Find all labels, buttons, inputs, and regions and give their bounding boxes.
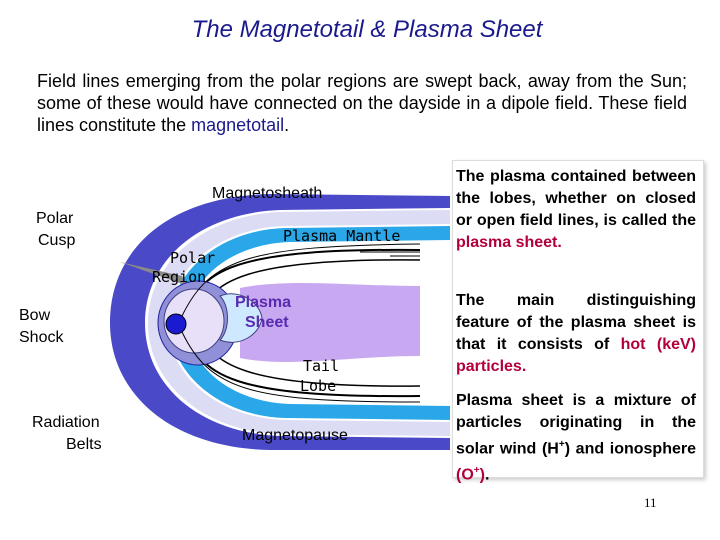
side-p2-text: The main distinguishing feature of the p… [456,292,696,353]
plasma-sheet-region [240,282,420,362]
side-p3-end: . [484,466,490,484]
plasma-sheet-definition: The plasma contained between the lobes, … [456,166,696,254]
plasma-sheet-label-1: Plasma [235,294,292,311]
intro-end: . [284,115,290,135]
tail-lobe-label-2: Lobe [300,377,337,395]
plasma-sheet-composition: Plasma sheet is a mixture of particles o… [456,390,696,487]
radiation-belts-label-2: Belts [66,436,102,453]
side-p1-text: The plasma contained between the lobes, … [456,168,696,229]
side-p3-mid: ) and ionosphere [564,440,696,458]
van-allen-lobe [219,293,263,343]
side-p3-sup1: + [558,439,565,450]
intro-paragraph: Field lines emerging from the polar regi… [37,70,687,136]
plasma-sheet-label-2: Sheet [245,314,289,331]
magnetopause-label: Magnetopause [242,427,348,444]
polar-cusp-label-1: Polar [36,210,74,227]
polar-region-label-2: Region [152,268,207,286]
intro-highlight: magnetotail [191,115,285,135]
intro-text: Field lines emerging from the polar regi… [37,71,687,135]
side-p2-highlight: hot (keV) particles. [456,336,696,375]
side-p3-sup2: + [473,465,480,477]
side-p3-red: (O [456,466,474,484]
side-panel [452,160,704,478]
side-p3-red-end: ) [479,466,485,484]
tail-lobe-label-1: Tail [303,357,340,375]
plasma-mantle-label: Plasma Mantle [283,227,401,245]
polar-cusp-label-2: Cusp [38,232,76,249]
earth [165,313,187,335]
plasma-sheet-feature: The main distinguishing feature of the p… [456,290,696,378]
side-p1-highlight: plasma sheet. [456,234,562,251]
bow-shock-label-1: Bow [19,307,51,324]
polar-cusp-wedge [120,262,188,286]
page-number: 11 [644,495,657,510]
slide-title: The Magnetotail & Plasma Sheet [191,16,543,43]
bow-shock-label-2: Shock [19,329,64,346]
polar-region-label-1: Polar [170,249,216,267]
magnetosheath-label: Magnetosheath [212,185,323,202]
side-p3-text: Plasma sheet is a mixture of particles o… [456,392,696,458]
radiation-belts-label-1: Radiation [32,414,100,431]
magnetosphere-diagram [110,194,450,450]
